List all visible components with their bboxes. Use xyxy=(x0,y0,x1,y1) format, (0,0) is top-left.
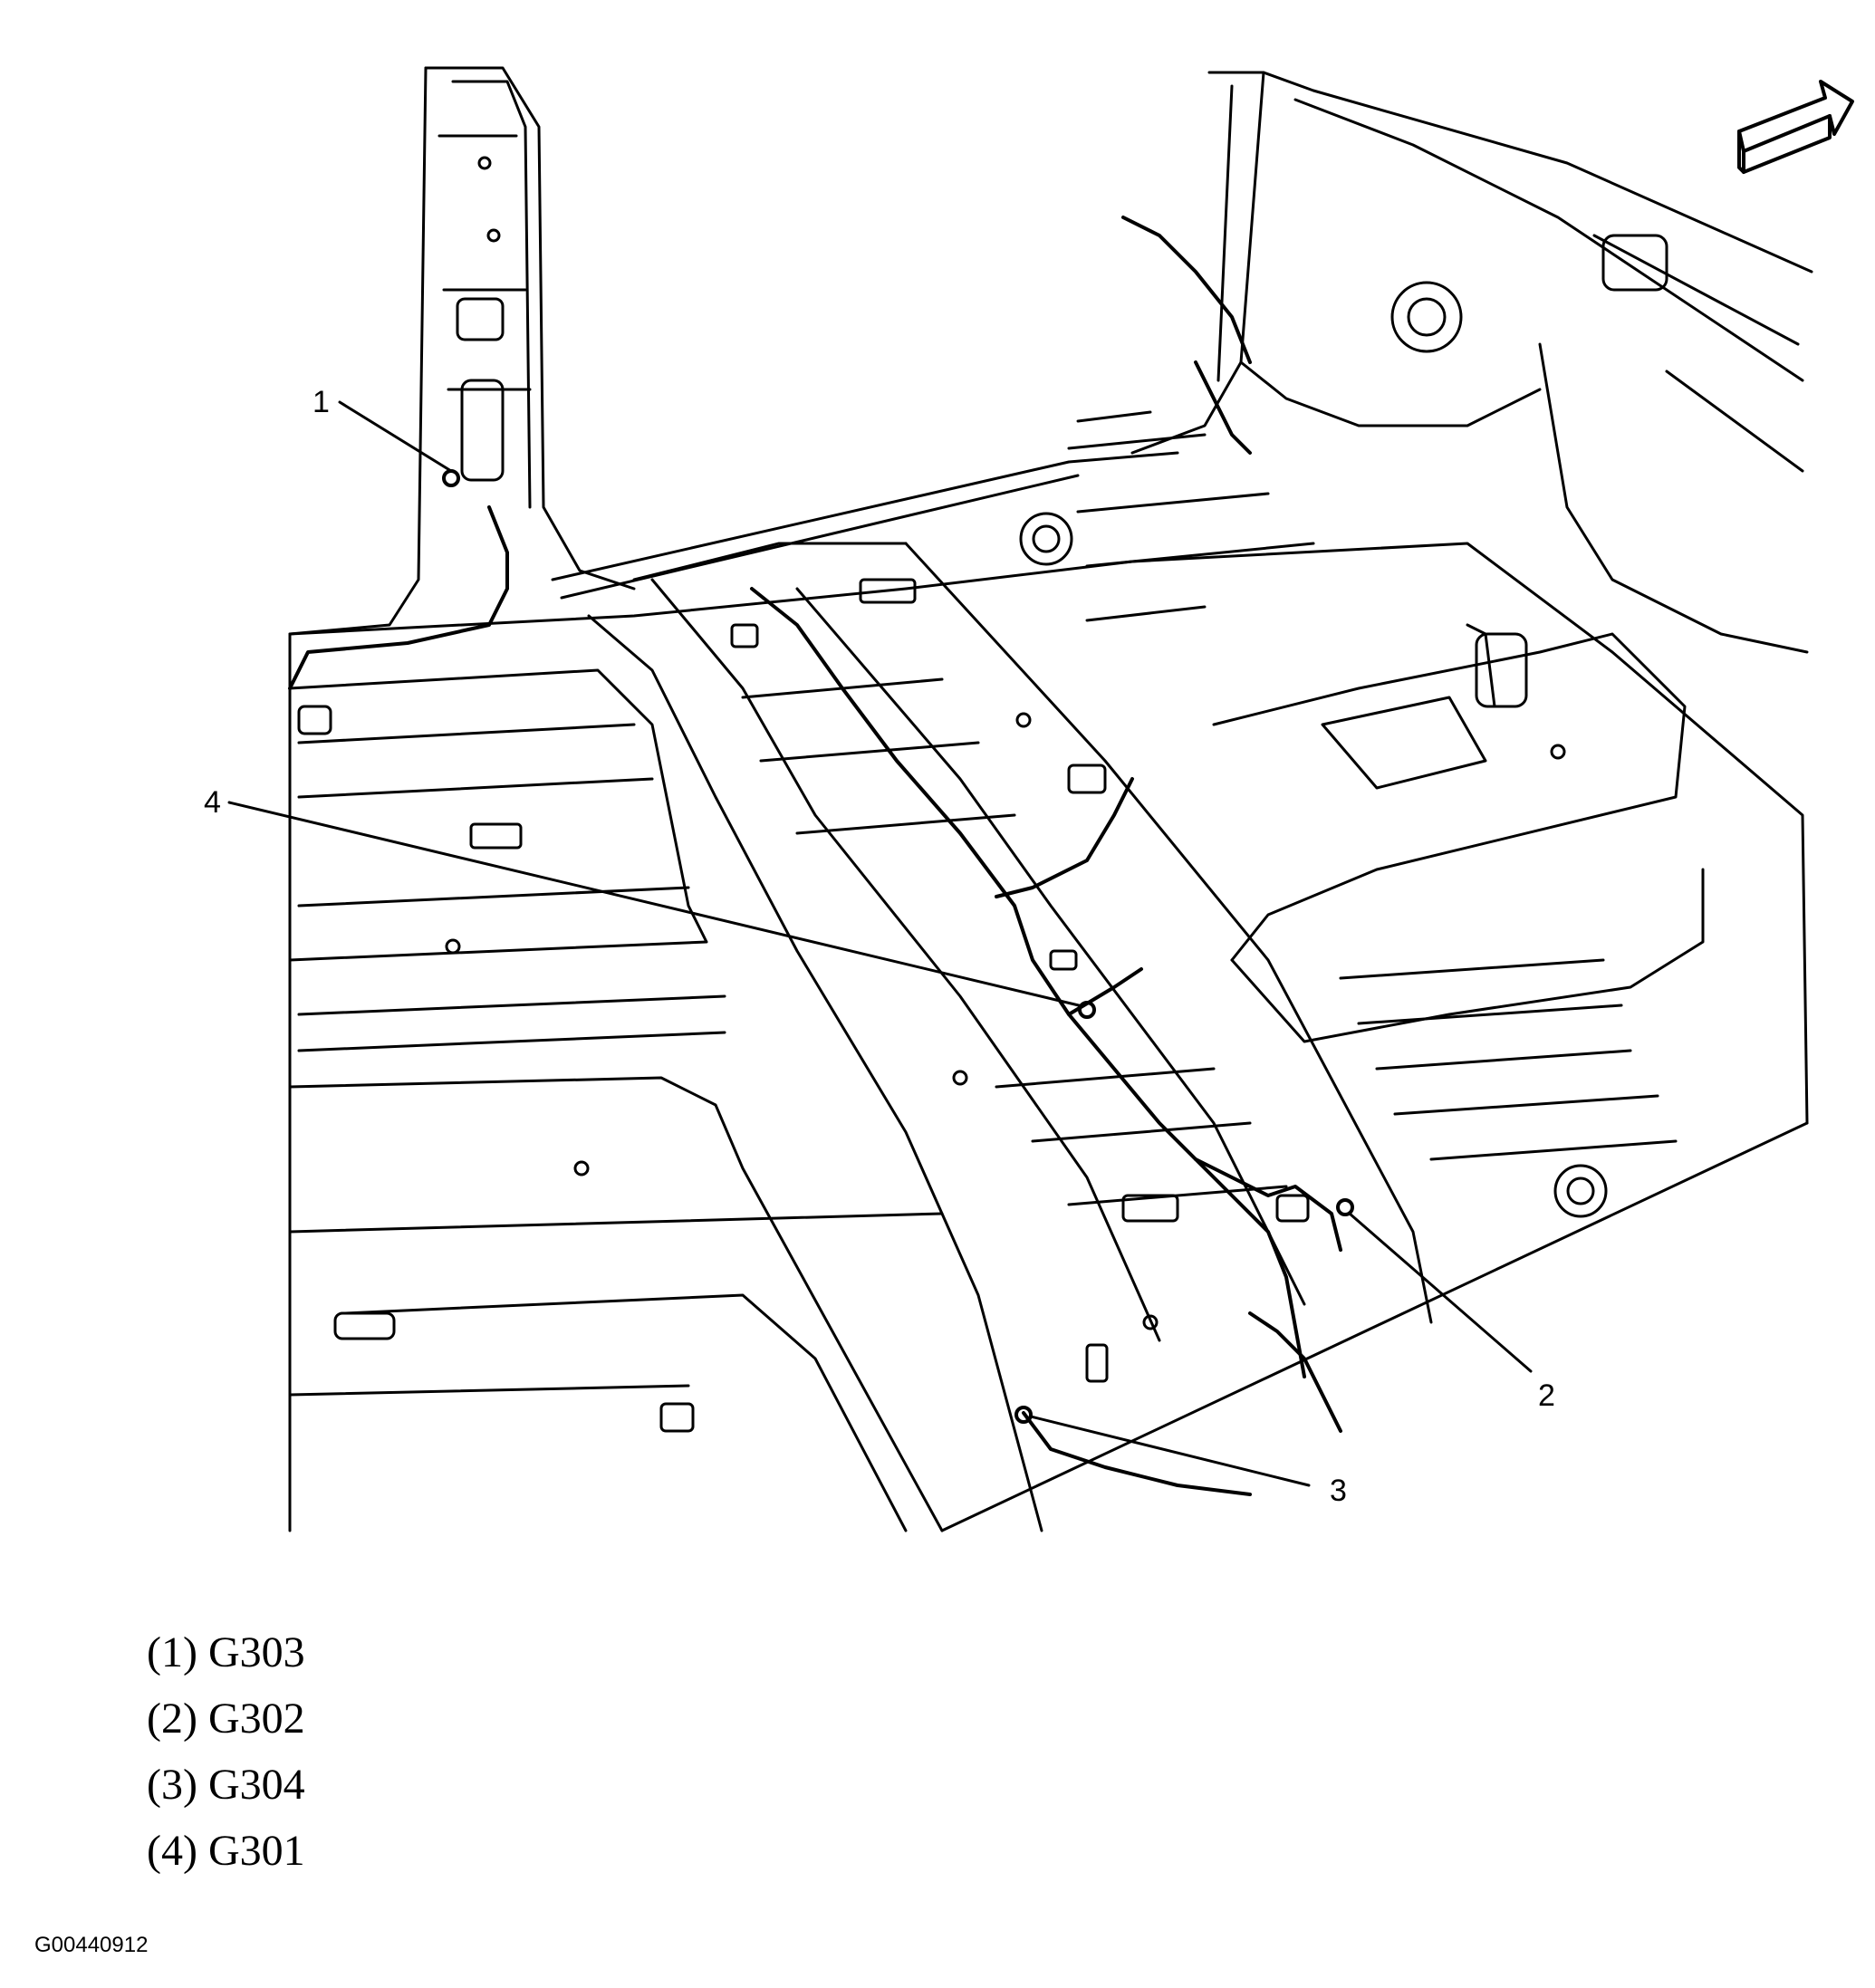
legend-item: (4) G301 xyxy=(147,1827,305,1875)
floor-pan xyxy=(288,542,1809,1532)
callout-2-label: 2 xyxy=(1538,1378,1555,1413)
drain-plugs xyxy=(445,512,1608,1330)
figure-id: G00440912 xyxy=(34,1933,149,1957)
callout-1-label: 1 xyxy=(312,385,330,419)
floor-ribs xyxy=(297,410,1678,1206)
callout-4-label: 4 xyxy=(204,785,221,820)
legend-item: (3) G304 xyxy=(147,1761,305,1809)
forward-direction-arrow-icon xyxy=(1737,80,1854,174)
rear-ledge xyxy=(551,451,1179,600)
vehicle-floor-diagram: 1 2 3 4 xyxy=(204,66,1854,1532)
center-tunnel xyxy=(587,542,1433,1532)
legend-item: (1) G303 xyxy=(147,1628,305,1676)
wiring-harness xyxy=(288,216,1342,1496)
right-pillar xyxy=(1130,71,1813,654)
callout-leaders xyxy=(227,400,1533,1487)
callout-legend: (1) G303 (2) G302 (3) G304 (4) G301 xyxy=(147,1619,305,1884)
legend-item: (2) G302 xyxy=(147,1695,305,1743)
rear-seat-pan xyxy=(1212,623,1705,1043)
left-pillar xyxy=(288,66,636,636)
callout-3-label: 3 xyxy=(1330,1474,1347,1508)
connectors xyxy=(297,578,1310,1433)
